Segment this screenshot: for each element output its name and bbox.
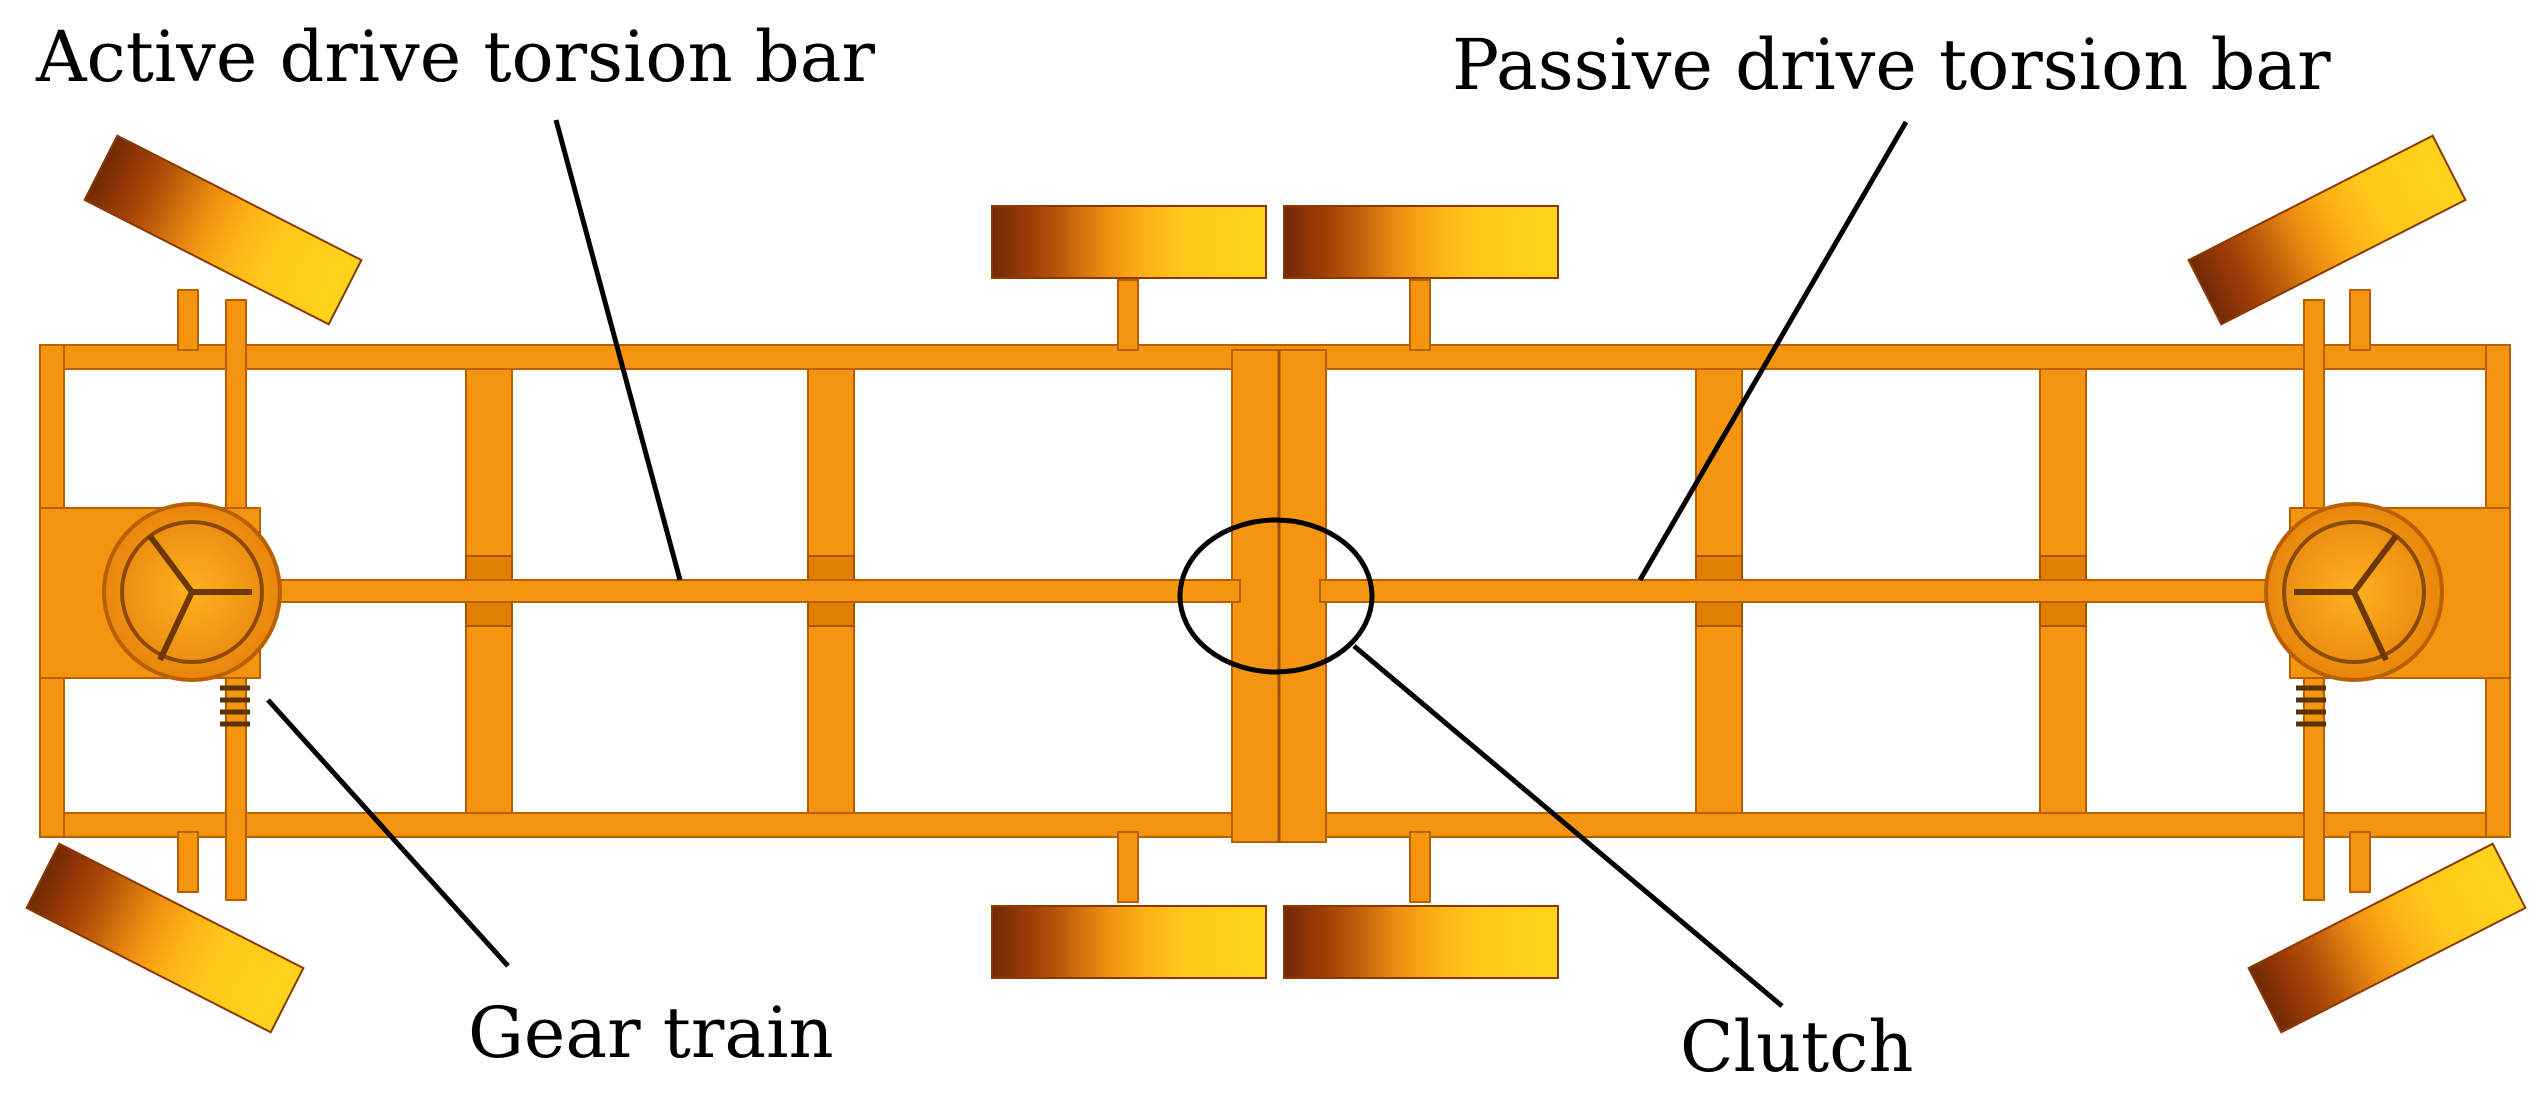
label-gear-train: Gear train — [468, 992, 834, 1074]
wheel-top-middle-left — [991, 205, 1267, 279]
leader-gear-train — [266, 698, 510, 968]
leader-active-torsion-bar — [553, 119, 683, 581]
wheel-bottom-right — [2247, 842, 2527, 1034]
gear-train-left — [102, 502, 282, 727]
label-passive-drive-torsion-bar: Passive drive torsion bar — [1452, 24, 2331, 106]
label-active-drive-torsion-bar: Active drive torsion bar — [36, 16, 875, 98]
wheel-bottom-middle-left — [991, 905, 1267, 979]
leader-lines — [266, 119, 1909, 1008]
leader-clutch — [1352, 644, 1784, 1008]
wheel-top-right — [2187, 134, 2467, 326]
torsion-bars — [239, 579, 2331, 603]
wheel-bottom-middle-right — [1283, 905, 1559, 979]
wheel-bottom-left — [25, 842, 305, 1034]
wheel-struts — [177, 279, 2371, 903]
wheel-top-middle-right — [1283, 205, 1559, 279]
leader-passive-torsion-bar — [1637, 120, 1909, 582]
wheel-top-left — [83, 134, 363, 326]
label-clutch: Clutch — [1680, 1006, 1914, 1088]
clutch-highlight-ellipse — [1177, 517, 1375, 675]
gear-train-right — [2264, 502, 2444, 727]
